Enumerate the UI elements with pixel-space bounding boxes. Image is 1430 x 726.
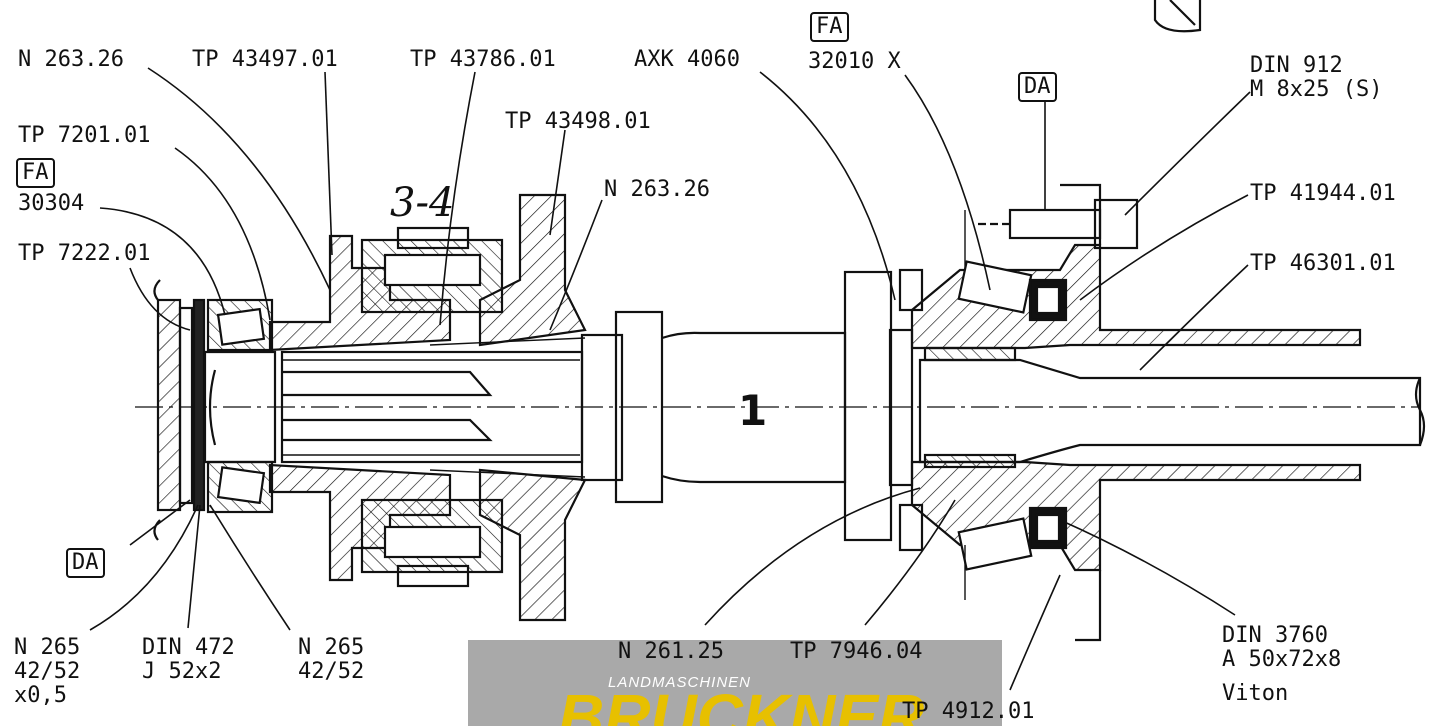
label-30304: 30304: [18, 191, 85, 216]
label-tp-43786-01: TP 43786.01: [410, 47, 556, 72]
logo-main-text: BRUCKNER: [558, 681, 925, 726]
label-din-3760-a: DIN 3760: [1222, 623, 1328, 648]
label-n-263-26-mid: N 263.26: [604, 177, 710, 202]
right-bearing-lower: [957, 517, 1033, 571]
shaft-collar-left: [580, 333, 624, 482]
watermark-logo: BRUCKNER LANDMASCHINEN: [468, 640, 1002, 726]
label-din-3760-b: A 50x72x8: [1222, 647, 1342, 672]
label-din-912: DIN 912: [1250, 53, 1343, 78]
label-n-265-left-a: N 265: [14, 635, 81, 660]
label-fa-left: FA: [16, 158, 55, 188]
label-tp-4912-01: TP 4912.01: [902, 699, 1035, 724]
label-n-265-right-a: N 265: [298, 635, 365, 660]
handwritten-3-4: 3-4: [390, 180, 455, 226]
bolt-din912: [1008, 208, 1102, 240]
label-viton: Viton: [1222, 681, 1289, 706]
left-cover: [156, 298, 182, 512]
label-tp-41944-01: TP 41944.01: [1250, 181, 1396, 206]
label-fa-top: FA: [810, 12, 849, 42]
label-tp-7222-01: TP 7222.01: [18, 241, 151, 266]
part-number-1: 1: [738, 386, 768, 435]
label-din-472-a: DIN 472: [142, 635, 235, 660]
label-da-top: DA: [1018, 72, 1057, 102]
label-m8x25: M 8x25 (S): [1250, 77, 1383, 102]
output-shaft: [918, 358, 1422, 464]
label-n-265-right-b: 42/52: [298, 659, 365, 684]
label-tp-7201-01: TP 7201.01: [18, 123, 151, 148]
left-hub: [203, 350, 277, 464]
right-bearing-upper: [957, 260, 1033, 314]
logo-sub-text: LANDMASCHINEN: [608, 674, 752, 691]
label-32010x: 32010 X: [808, 49, 901, 74]
label-n-261-25: N 261.25: [618, 639, 724, 664]
label-tp-7946-04: TP 7946.04: [790, 639, 923, 664]
label-da-bottom: DA: [66, 548, 105, 578]
label-n-265-left-b: 42/52: [14, 659, 81, 684]
label-tp-46301-01: TP 46301.01: [1250, 251, 1396, 276]
label-din-472-b: J 52x2: [142, 659, 222, 684]
label-axk-4060: AXK 4060: [634, 47, 740, 72]
label-n-263-26-top: N 263.26: [18, 47, 124, 72]
label-tp-43498-01: TP 43498.01: [505, 109, 651, 134]
label-n-265-left-c: x0,5: [14, 683, 67, 708]
label-tp-43497-01: TP 43497.01: [192, 47, 338, 72]
